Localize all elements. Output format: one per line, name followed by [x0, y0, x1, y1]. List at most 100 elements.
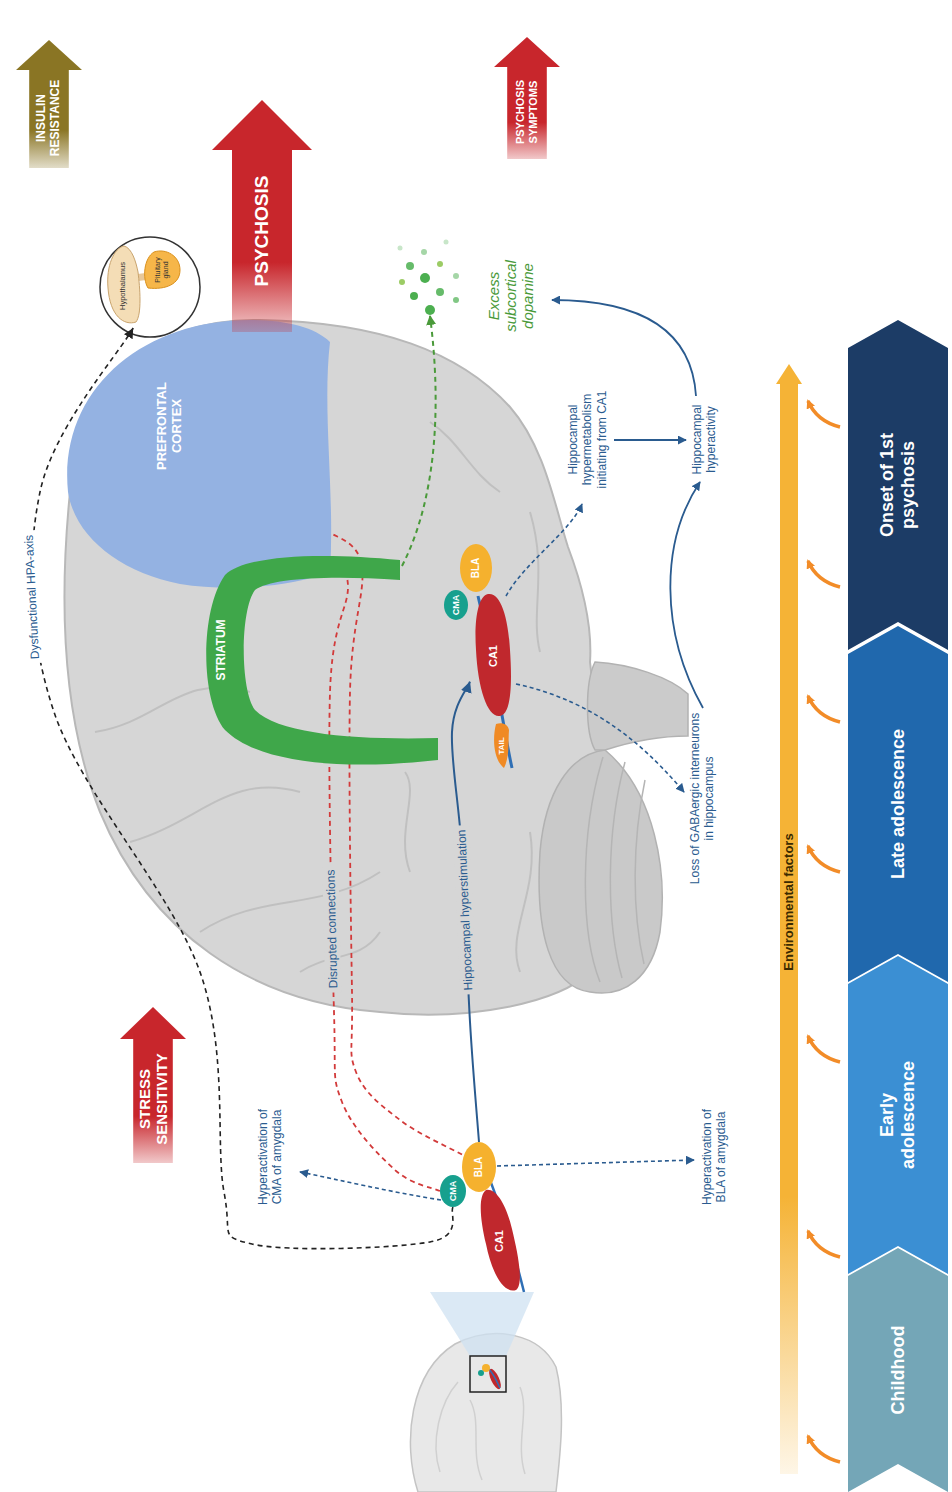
- illustration-part: [808, 561, 840, 587]
- insulin-resistance-arrow-outline: [16, 40, 82, 168]
- prefrontal-cortex-shape: [60, 320, 330, 592]
- timeline-stage: Childhood: [848, 1248, 948, 1492]
- stress-arrow-outline: [120, 1007, 186, 1163]
- annotation-label: Loss of GABAergic interneurons in hippoc…: [688, 711, 717, 886]
- text-wrap: CA1: [470, 592, 514, 720]
- illustration-part: [516, 832, 532, 972]
- text-wrap: Early adolescence: [848, 956, 948, 1274]
- timeline-stage-label: Onset of 1st psychosis: [877, 415, 918, 555]
- text-wrap: PREFRONTAL CORTEX: [60, 320, 330, 592]
- stress-arrow-label: STRESS SENSITIVITY: [136, 1044, 171, 1154]
- annotation-label: Hyperactivation of CMA of amygdala: [256, 1097, 285, 1217]
- annotation-label: Hyperactivation of BLA of amygdala: [700, 1097, 729, 1217]
- bla-region-label: BLA: [470, 558, 482, 579]
- illustration-part: [406, 262, 414, 270]
- timeline-stage: Onset of 1st psychosis: [848, 320, 948, 650]
- illustration-part: [487, 1367, 504, 1390]
- prefrontal-cortex-outline: [67, 320, 331, 588]
- illustration-part: [530, 512, 540, 652]
- illustration-part: [470, 1400, 482, 1480]
- illustration-part: [808, 1036, 840, 1062]
- illustration-part: [614, 439, 686, 441]
- illustration-part: [552, 300, 696, 396]
- illustration-part: [539, 750, 662, 993]
- illustration-part: [808, 1231, 840, 1257]
- ca1-region-outline: [476, 594, 511, 716]
- ca1-region: CA1: [470, 592, 514, 720]
- environmental-factors-bar: Environmental factors: [776, 364, 802, 1474]
- timeline-stage-outline: [848, 320, 948, 650]
- striatum-outline: [206, 556, 438, 765]
- text-wrap: BLA: [462, 1142, 496, 1192]
- illustration-part: [399, 279, 405, 285]
- illustration-part: [482, 1364, 490, 1372]
- illustration-part: [436, 1382, 458, 1472]
- illustration-part: [437, 261, 443, 267]
- inset-brain: [410, 1160, 561, 1492]
- connector: [330, 532, 462, 1154]
- bla-region-outline: [460, 544, 492, 592]
- illustration-part: [100, 237, 200, 337]
- ca1-region-outline: [481, 1190, 520, 1291]
- ca1-region-label: CA1: [487, 645, 500, 667]
- illustration-part: [506, 504, 582, 596]
- text-wrap: STRIATUM: [200, 550, 440, 770]
- psychosis-symptoms-arrow-outline: [494, 37, 560, 159]
- psychosis-symptoms-arrow: PSYCHOSIS SYMPTOMS: [494, 37, 560, 159]
- prefrontal-cortex-label: PREFRONTAL CORTEX: [155, 366, 185, 486]
- illustration-part: [300, 1172, 441, 1200]
- illustration-part: [610, 762, 625, 978]
- tail-region-label: TAIL: [497, 737, 506, 754]
- illustration-part: [478, 1370, 484, 1376]
- illustration-part: [430, 1292, 534, 1356]
- timeline-stage-outline: [848, 956, 948, 1274]
- bla-region: BLA: [460, 544, 492, 592]
- illustration-part: [64, 320, 610, 1015]
- environmental-factors-bar-label: Environmental factors: [782, 833, 797, 970]
- timeline-stage-label: Late adolescence: [888, 729, 909, 879]
- illustration-part: [808, 846, 840, 872]
- insulin-resistance-arrow-label: INSULIN RESISTANCE: [35, 75, 63, 161]
- bla-region-label: BLA: [473, 1157, 485, 1178]
- tail-region: TAIL: [490, 722, 512, 770]
- annotation-label: Hippocampal hypermetabolism initiating f…: [566, 382, 609, 497]
- cma-region: CMA: [444, 590, 468, 620]
- illustration-part: [453, 297, 459, 303]
- text-wrap: Onset of 1st psychosis: [848, 320, 948, 650]
- striatum-label: STRIATUM: [215, 619, 229, 680]
- illustration-part: [410, 1334, 561, 1492]
- ca1-region-label: CA1: [493, 1230, 506, 1252]
- text-wrap: CMA: [444, 590, 468, 620]
- text-wrap: CMA: [440, 1175, 466, 1207]
- psychosis-arrow-label: PSYCHOSIS: [251, 176, 273, 287]
- illustration-part: [470, 1356, 506, 1392]
- striatum: STRIATUM: [200, 550, 440, 770]
- text-wrap: CA1: [476, 1188, 522, 1294]
- environment-swooshes: [808, 401, 840, 1462]
- illustration-part: [398, 246, 403, 251]
- illustration-part: [405, 772, 410, 872]
- psychosis-arrow-outline: [212, 100, 312, 332]
- illustration-part: [436, 288, 444, 296]
- illustration-part: [488, 1368, 500, 1388]
- pituitary-gland-label: Pituitary gland: [154, 252, 170, 288]
- cma-region-label: CMA: [451, 595, 461, 616]
- striatum-shape: [200, 550, 440, 770]
- illustration-part: [425, 305, 435, 315]
- pituitary-gland-outline: [145, 251, 180, 288]
- illustration-part: [585, 757, 603, 982]
- pituitary-gland: Pituitary gland: [142, 248, 182, 292]
- illustration-part: [130, 787, 300, 842]
- illustration-part: [516, 684, 684, 792]
- illustration-part: [588, 662, 689, 750]
- cma-region-outline: [440, 1175, 466, 1207]
- hypothalamus-outline: [108, 246, 140, 323]
- tail-region-outline: [494, 723, 509, 768]
- dopamine-dots: [398, 240, 460, 316]
- illustration-part: [808, 1436, 840, 1462]
- illustration-part: [497, 1160, 694, 1166]
- illustration-part: [421, 249, 427, 255]
